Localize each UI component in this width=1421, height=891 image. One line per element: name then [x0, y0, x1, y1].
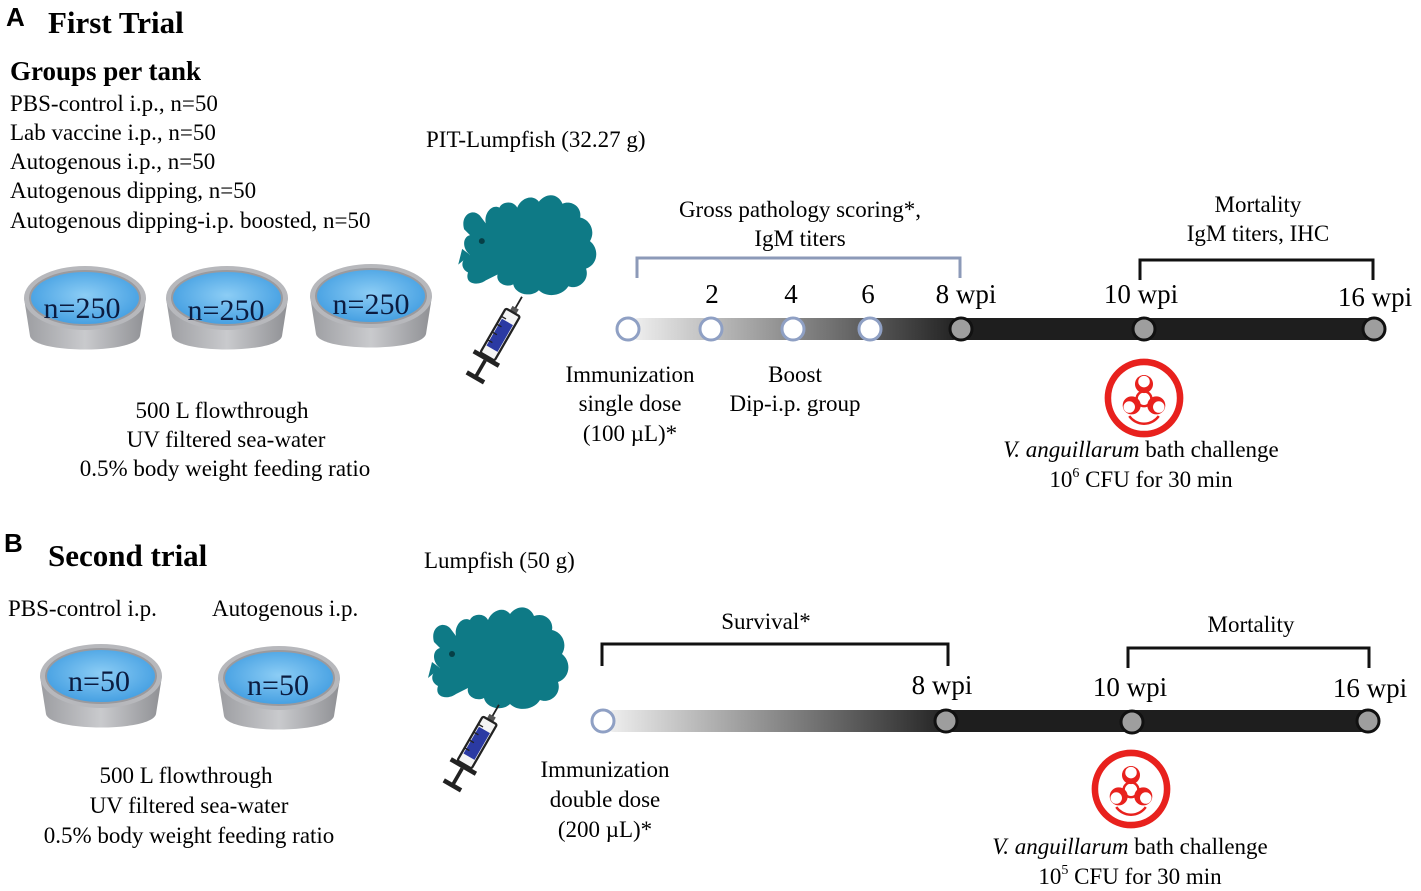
timeline-node: [1361, 316, 1387, 342]
condition-line: 500 L flowthrough: [100, 763, 273, 788]
tank-count: n=250: [188, 294, 265, 327]
groups-heading: Groups per tank: [10, 56, 201, 86]
tick-label: 10 wpi: [1104, 279, 1178, 309]
bracket-label: Mortality: [1208, 612, 1295, 637]
bracket-mortality: [1138, 258, 1375, 280]
bracket-survival: [600, 642, 950, 666]
group-item: Autogenous dipping, n=50: [10, 178, 256, 203]
immunization-label: (100 µL)*: [583, 421, 677, 446]
condition-line: 0.5% body weight feeding ratio: [80, 456, 371, 481]
group-item: Autogenous i.p.: [212, 596, 358, 621]
timeline-node: [615, 316, 641, 342]
tick-label: 6: [861, 279, 875, 309]
panel-a: A First Trial Groups per tank PBS-contro…: [6, 2, 1412, 492]
tick-label: 8 wpi: [912, 670, 973, 700]
panel-b-letter: B: [4, 528, 23, 558]
timeline-node: [698, 316, 724, 342]
group-item: Autogenous i.p., n=50: [10, 149, 215, 174]
fish-icon: [458, 195, 597, 296]
bracket-label: Gross pathology scoring*,: [679, 197, 921, 222]
tank-count: n=50: [247, 669, 309, 702]
panel-b-title: Second trial: [48, 538, 208, 573]
bracket-label: IgM titers, IHC: [1187, 221, 1329, 246]
tick-label: 16 wpi: [1333, 673, 1407, 703]
syringe-icon: [437, 696, 513, 796]
group-item: Lab vaccine i.p., n=50: [10, 120, 216, 145]
challenge-dose: 106 CFU for 30 min: [1049, 466, 1233, 492]
timeline-node: [1119, 709, 1145, 735]
bracket-mortality: [1126, 646, 1371, 668]
group-item: PBS-control i.p., n=50: [10, 91, 218, 116]
timeline-node: [590, 708, 616, 734]
boost-label: Boost: [768, 362, 822, 387]
panel-a-title: First Trial: [48, 5, 184, 40]
timeline-node: [1131, 316, 1157, 342]
immunization-label: double dose: [550, 787, 661, 812]
condition-line: UV filtered sea-water: [127, 427, 326, 452]
fish-label: Lumpfish (50 g): [424, 548, 575, 573]
panel-b: B Second trial PBS-control i.p. Autogeno…: [4, 528, 1407, 889]
tank-count: n=50: [68, 665, 130, 698]
tank-count: n=250: [333, 288, 410, 321]
boost-label: Dip-i.p. group: [730, 391, 861, 416]
fish-icon: [428, 607, 569, 709]
challenge-label: V. anguillarum bath challenge: [992, 834, 1268, 859]
immunization-label: Immunization: [540, 757, 670, 782]
timeline-node: [780, 316, 806, 342]
bracket-gross-pathology: [635, 256, 962, 278]
tick-label: 8 wpi: [936, 279, 997, 309]
panel-a-letter: A: [6, 2, 25, 32]
fish-label: PIT-Lumpfish (32.27 g): [426, 127, 646, 152]
tick-label: 4: [784, 279, 798, 309]
immunization-label: single dose: [579, 391, 682, 416]
tick-label: 2: [705, 279, 719, 309]
timeline-node: [933, 708, 959, 734]
condition-line: UV filtered sea-water: [90, 793, 289, 818]
challenge-label: V. anguillarum bath challenge: [1003, 437, 1279, 462]
timeline-gradient: [603, 710, 955, 732]
condition-line: 500 L flowthrough: [136, 398, 309, 423]
biohazard-icon: [1108, 362, 1180, 434]
timeline-bar: [938, 710, 1372, 732]
group-item: Autogenous dipping-i.p. boosted, n=50: [10, 208, 371, 233]
challenge-dose: 105 CFU for 30 min: [1038, 863, 1222, 889]
bracket-label: IgM titers: [754, 226, 845, 251]
group-item: PBS-control i.p.: [8, 596, 157, 621]
tick-label: 16 wpi: [1338, 282, 1412, 312]
timeline-node: [857, 316, 883, 342]
tank-count: n=250: [44, 292, 121, 325]
syringe-icon: [460, 288, 536, 388]
bracket-label: Survival*: [721, 609, 810, 634]
condition-line: 0.5% body weight feeding ratio: [44, 823, 335, 848]
biohazard-icon: [1095, 753, 1167, 825]
timeline-node: [1355, 708, 1381, 734]
bracket-label: Mortality: [1215, 192, 1302, 217]
immunization-label: (200 µL)*: [558, 817, 652, 842]
tick-label: 10 wpi: [1093, 672, 1167, 702]
timeline-bar: [950, 318, 1377, 340]
timeline-node: [948, 316, 974, 342]
immunization-label: Immunization: [565, 362, 695, 387]
